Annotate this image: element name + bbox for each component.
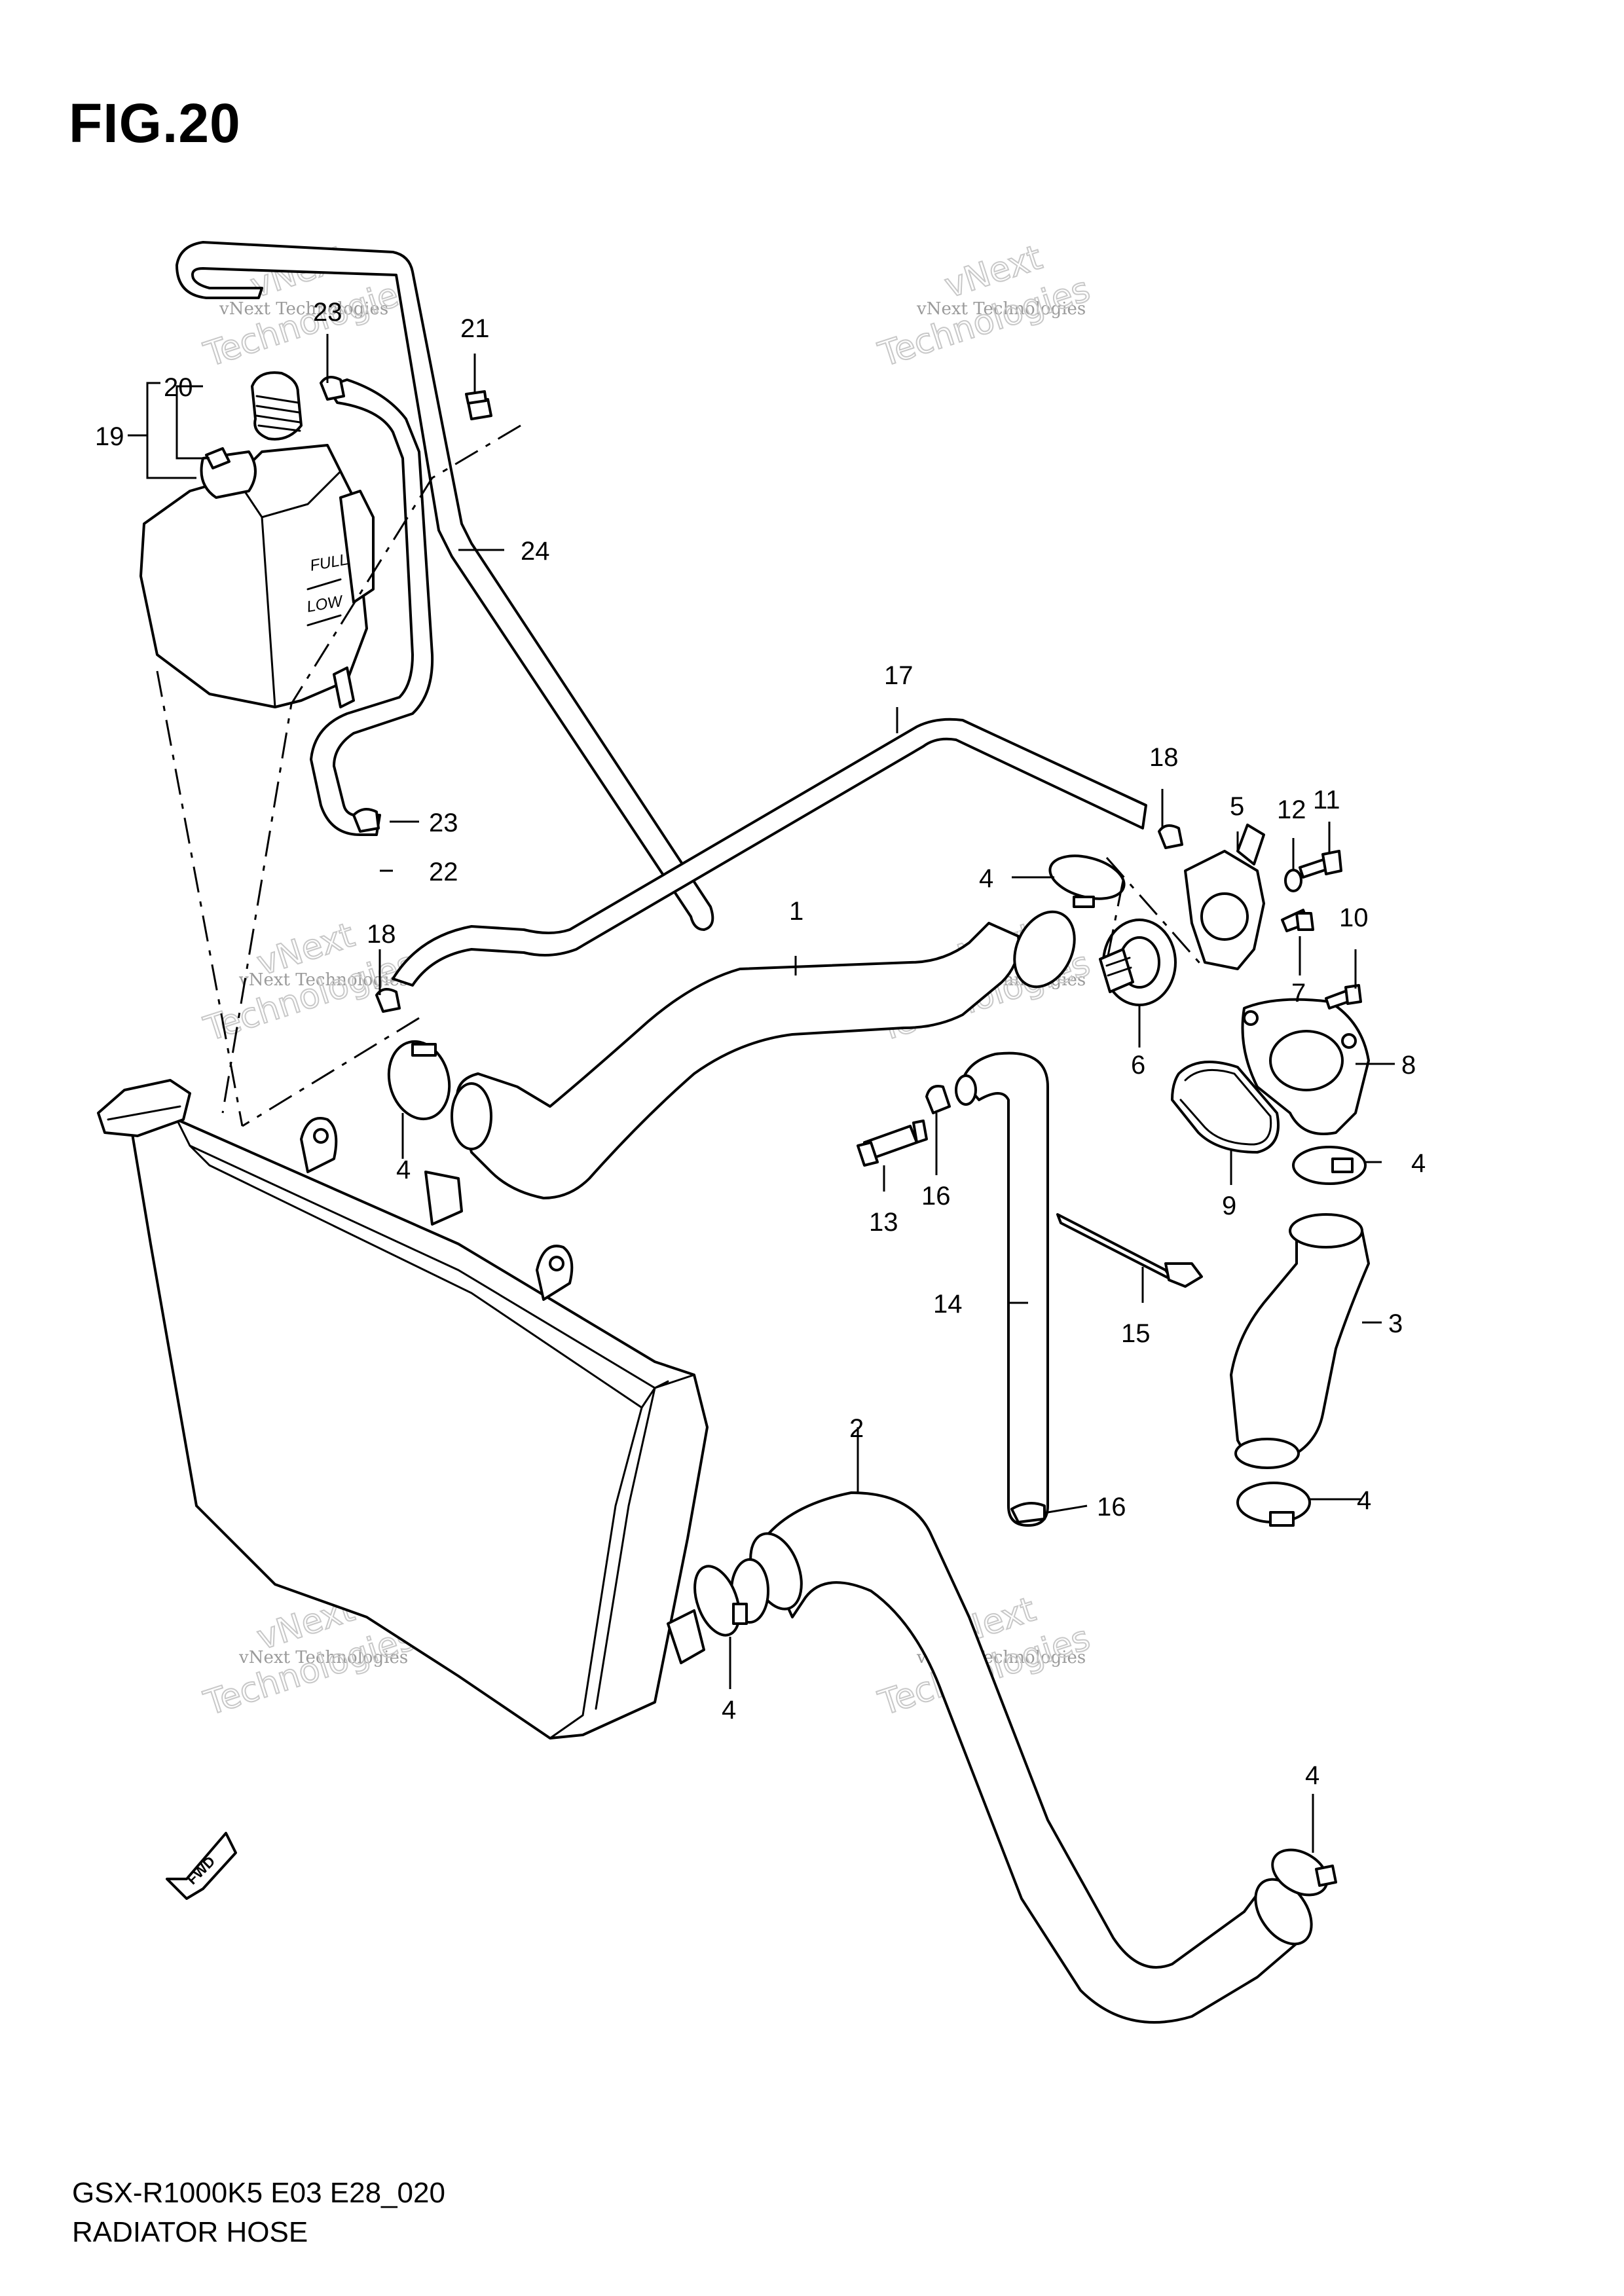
thermostat (1099, 919, 1177, 1006)
bypass-hose (392, 718, 1147, 987)
callout-1: 1 (789, 897, 803, 926)
watermark-text: vNext Technologies (238, 1648, 408, 1667)
callout-labels: 1 2 3 4 4 4 4 4 4 5 6 7 8 9 10 11 12 13 … (95, 298, 1426, 1790)
hose-clamp (1271, 1848, 1337, 1897)
thermostat-cover (1241, 998, 1370, 1135)
callout-11: 11 (1313, 786, 1340, 814)
watermark-text: vNext Technologies (219, 299, 388, 319)
radiator (97, 1079, 709, 1740)
callout-19: 19 (95, 422, 124, 451)
figure-title: FIG.20 (69, 92, 241, 154)
callout-20: 20 (164, 373, 193, 402)
leader-lines (128, 334, 1395, 1853)
bolt (1281, 909, 1314, 932)
callout-18: 18 (367, 920, 396, 949)
small-hose-14 (955, 1051, 1049, 1527)
reservoir-tank: FULL LOW (139, 444, 375, 708)
callout-4: 4 (979, 864, 993, 893)
callout-22: 22 (429, 858, 458, 886)
callout-4: 4 (1357, 1486, 1371, 1515)
callout-16: 16 (1097, 1493, 1126, 1522)
watermark-text: vNext Technologies (916, 299, 1086, 319)
callout-17: 17 (884, 661, 913, 690)
bolt (465, 390, 492, 420)
bolt (1325, 984, 1362, 1010)
hose-clamp (1236, 1482, 1311, 1527)
callout-15: 15 (1121, 1319, 1151, 1348)
hose-clamp (387, 1040, 451, 1121)
callout-14: 14 (933, 1290, 963, 1319)
callout-4: 4 (396, 1156, 411, 1184)
callout-4: 4 (722, 1696, 736, 1724)
small-clamp (1158, 824, 1183, 849)
o-ring-inner (1179, 1068, 1272, 1146)
small-clamp (352, 808, 380, 833)
hose-fitting (857, 1120, 928, 1167)
tank-fitting (205, 447, 231, 469)
washer (1284, 869, 1302, 892)
radiator-hose-upper (451, 910, 1076, 1199)
small-clamp (375, 988, 401, 1013)
callout-10: 10 (1339, 903, 1369, 932)
callout-4: 4 (1305, 1761, 1320, 1790)
thermostat-housing (1184, 824, 1265, 970)
o-ring (1171, 1061, 1280, 1154)
footer-diagram-name: RADIATOR HOSE (72, 2216, 308, 2248)
callout-21: 21 (460, 314, 490, 343)
bolt (1299, 850, 1342, 879)
callout-24: 24 (521, 537, 550, 566)
callout-4: 4 (1411, 1149, 1426, 1178)
small-clamp (925, 1085, 951, 1114)
callout-13: 13 (869, 1208, 898, 1237)
callout-5: 5 (1230, 792, 1244, 821)
callout-7: 7 (1291, 979, 1306, 1008)
callout-6: 6 (1131, 1051, 1145, 1080)
small-clamp (320, 376, 345, 401)
callout-2: 2 (849, 1414, 864, 1443)
small-clamp (1010, 1502, 1046, 1523)
assembly-lines (156, 424, 1206, 1127)
callout-18: 18 (1149, 743, 1179, 772)
tank-cap (251, 371, 303, 441)
callout-16: 16 (921, 1182, 951, 1211)
callout-3: 3 (1388, 1309, 1403, 1338)
footer-model-code: GSX-R1000K5 E03 E28_020 (72, 2177, 445, 2209)
overflow-hose (175, 241, 714, 931)
forward-direction-arrow: FWD (166, 1832, 237, 1900)
hose-clamp (1048, 854, 1126, 908)
callout-12: 12 (1277, 795, 1306, 824)
callout-23: 23 (429, 809, 458, 837)
radiator-hose-lower (730, 1491, 1313, 2024)
radiator-hose-3 (1230, 1213, 1370, 1469)
breather-hose (310, 378, 434, 836)
hose-clamp (1292, 1146, 1367, 1185)
callout-8: 8 (1401, 1051, 1416, 1080)
callout-23: 23 (313, 298, 342, 327)
hose-clamp (693, 1565, 748, 1637)
callout-9: 9 (1222, 1192, 1236, 1220)
clamp-strap (1056, 1213, 1203, 1288)
